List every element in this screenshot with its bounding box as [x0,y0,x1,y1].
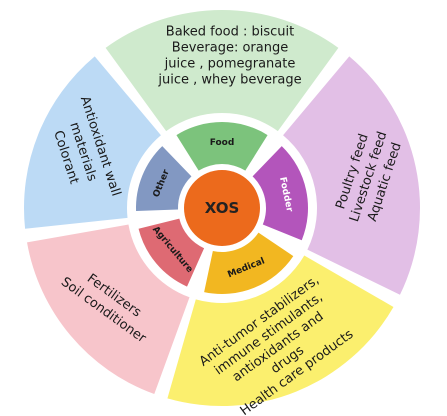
xos-core-circle [184,170,260,246]
other-category-sector [135,146,192,212]
food-outer-sector [105,10,339,132]
other-outer-sector [23,56,161,229]
xos-core-label: XOS [205,199,240,217]
medical-outer-sector [167,255,394,406]
food-application-line: juice , pomegranate [164,57,296,72]
food-application-line: Baked food : biscuit [166,25,294,40]
food-category-label: Food [210,138,235,148]
agriculture-category-sector [138,218,205,287]
agriculture-outer-sector [27,224,190,395]
medical-category-sector [204,232,294,294]
food-application-line: Beverage: orange [172,41,288,56]
food-category-sector [176,122,268,171]
fodder-outer-sector [283,56,420,295]
fodder-category-sector [252,146,309,241]
food-application-line: juice , whey beverage [157,73,301,88]
